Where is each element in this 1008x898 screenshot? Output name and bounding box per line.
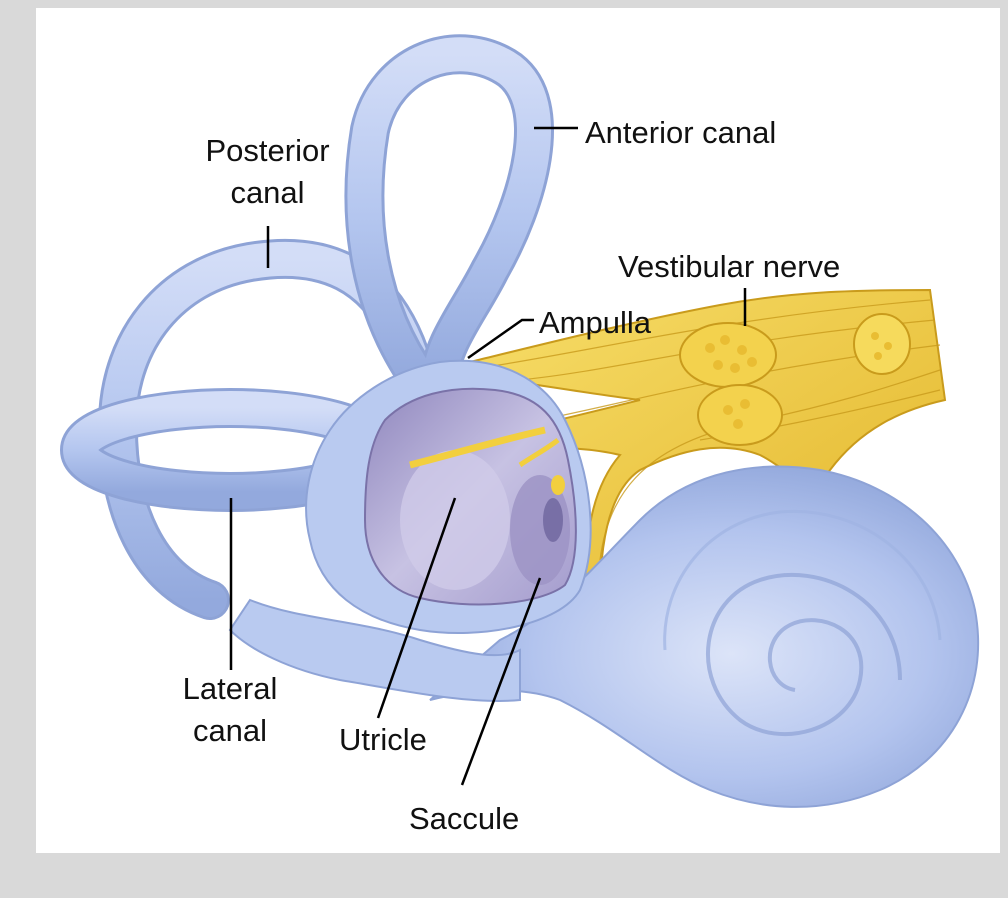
- label-utricle: Utricle: [339, 722, 427, 757]
- label-ampulla: Ampulla: [539, 305, 651, 340]
- label-lateral-canal-line1: Lateral: [182, 671, 278, 706]
- leader-utricle: [376, 497, 457, 719]
- label-posterior-canal-line2: canal: [230, 175, 305, 210]
- label-lateral-canal: Lateral canal: [168, 668, 292, 752]
- label-lateral-canal-line2: canal: [192, 713, 268, 748]
- leader-ampulla: [467, 318, 534, 360]
- label-posterior-canal-line1: Posterior: [205, 133, 330, 168]
- cochlea-shape: [429, 465, 980, 808]
- vestibule-shape: [228, 359, 592, 702]
- leader-saccule: [460, 577, 542, 786]
- label-posterior-canal: Posterior canal: [190, 130, 345, 214]
- label-vestibular-nerve: Vestibular nerve: [618, 249, 841, 284]
- vestibular-nerve-shape: [469, 288, 947, 601]
- label-anterior-canal: Anterior canal: [585, 115, 777, 150]
- label-saccule: Saccule: [409, 801, 520, 836]
- leader-lines: [229, 126, 747, 786]
